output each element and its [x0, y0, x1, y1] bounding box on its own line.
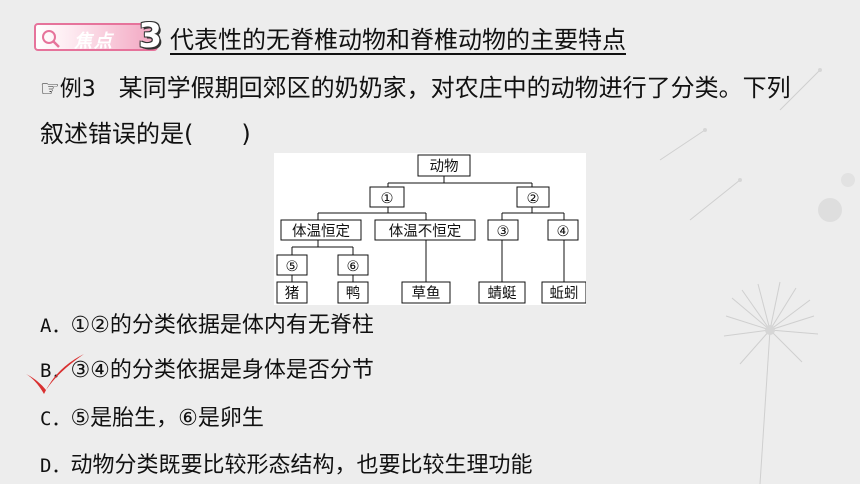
section-header: 焦点 3 代表性的无脊椎动物和脊椎动物的主要特点 — [34, 19, 626, 54]
focus-badge: 焦点 3 — [34, 19, 162, 53]
option-a-letter: A． — [40, 315, 71, 337]
option-d-text: 动物分类既要比较形态结构，也要比较生理功能 — [70, 453, 533, 478]
leaf-grass-carp — [401, 281, 451, 304]
leaf-duck-label: 鸭 — [346, 285, 361, 302]
leaf-grass-carp-label: 草鱼 — [412, 284, 441, 302]
badge-number: 3 — [138, 16, 162, 56]
root-label: 动物 — [430, 158, 459, 175]
leaf-pig-label: 猪 — [285, 285, 300, 302]
node-4 — [547, 219, 579, 241]
leaf-duck — [337, 281, 369, 304]
cold-blooded-label: 体温不恒定 — [389, 223, 462, 240]
option-b[interactable]: B．③④的分类依据是身体是否分节 — [40, 352, 374, 384]
leaf-dragonfly — [478, 281, 526, 304]
classification-diagram: 动物 ① ② 体温恒定 体温不恒定 ③ ④ ⑤ ⑥ 猪 鸭 草鱼 蜻蜓 蚯蚓 — [274, 153, 586, 305]
node-3-label: ③ — [497, 224, 510, 240]
node-3 — [487, 219, 519, 241]
option-b-letter: B． — [40, 360, 71, 382]
leaf-pig — [276, 281, 308, 304]
badge-label: 焦点 — [74, 31, 114, 52]
question-text: 某同学假期回郊区的奶奶家，对农庄中的动物进行了分类。下列叙述错误的是( ) — [40, 74, 791, 148]
option-c-letter: C． — [40, 408, 71, 430]
option-d[interactable]: D．动物分类既要比较形态结构，也要比较生理功能 — [40, 447, 532, 479]
node-cold-blooded — [374, 219, 476, 241]
option-d-letter: D． — [40, 455, 71, 477]
option-c[interactable]: C．⑤是胎生，⑥是卵生 — [40, 400, 264, 432]
option-c-text: ⑤是胎生，⑥是卵生 — [70, 406, 264, 431]
magnifier-icon — [42, 30, 60, 48]
node-1 — [369, 186, 405, 208]
node-2-label: ② — [527, 191, 540, 207]
warm-blooded-label: 体温恒定 — [292, 223, 350, 240]
example-label: ☞例3 — [40, 77, 96, 102]
check-icon — [26, 354, 84, 394]
page-title: 代表性的无脊椎动物和脊椎动物的主要特点 — [170, 25, 626, 54]
option-a-text: ①②的分类依据是体内有无脊柱 — [70, 313, 374, 338]
node-5-label: ⑤ — [286, 259, 299, 275]
leaf-earthworm — [541, 281, 586, 304]
node-2 — [516, 186, 550, 208]
option-b-text: ③④的分类依据是身体是否分节 — [70, 358, 374, 383]
leaf-dragonfly-label: 蜻蜓 — [488, 285, 517, 302]
question-stem: ☞例3 某同学假期回郊区的奶奶家，对农庄中的动物进行了分类。下列叙述错误的是( … — [40, 66, 810, 156]
node-1-label: ① — [381, 191, 394, 207]
leaf-earthworm-label: 蚯蚓 — [550, 285, 579, 302]
node-4-label: ④ — [557, 224, 570, 240]
option-a[interactable]: A．①②的分类依据是体内有无脊柱 — [40, 307, 374, 339]
node-6-label: ⑥ — [347, 259, 360, 275]
node-warm-blooded — [280, 219, 362, 241]
